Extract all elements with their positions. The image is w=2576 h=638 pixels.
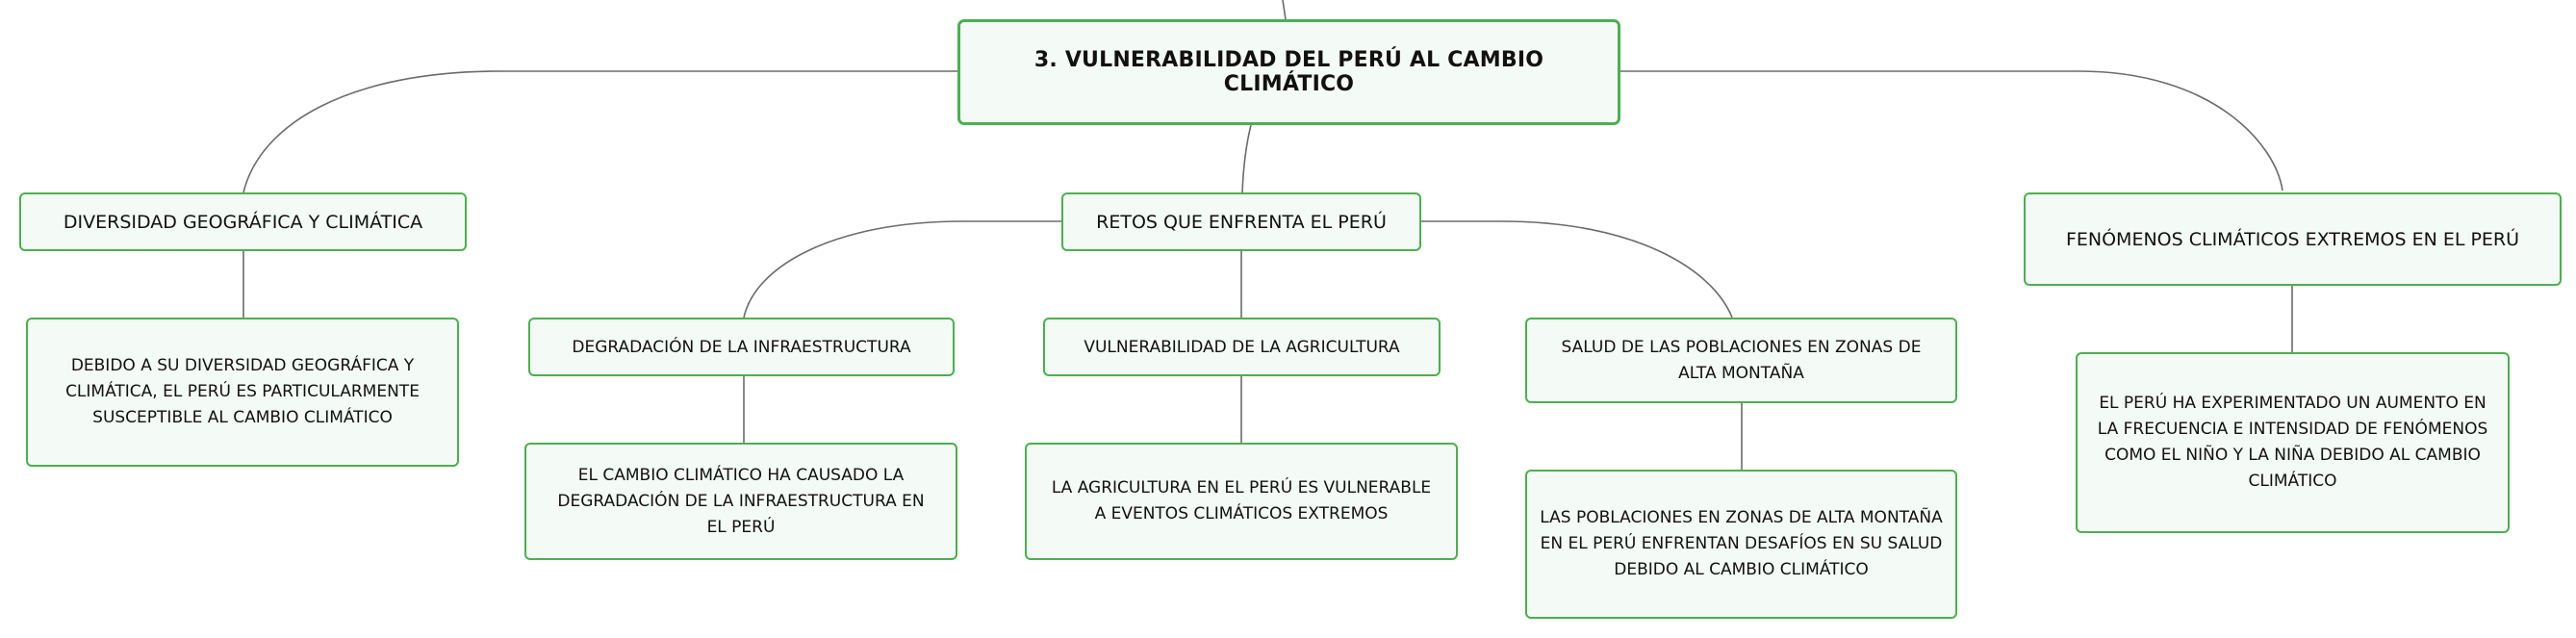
detail-node-text: EL PERÚ HA EXPERIMENTADO UN AUMENTO EN L…	[2097, 394, 2488, 491]
detail-node-text: EL CAMBIO CLIMÁTICO HA CAUSADO LA DEGRAD…	[557, 465, 925, 537]
detail-node-salud[interactable]: LAS POBLACIONES EN ZONAS DE ALTA MONTAÑA…	[1525, 470, 1957, 619]
child-node-label: VULNERABILIDAD DE LA AGRICULTURA	[1084, 337, 1400, 357]
connector-root-to-diversidad	[242, 70, 959, 193]
connector-retos-to-infraestructura	[743, 220, 1061, 319]
branch-node-label: FENÓMENOS CLIMÁTICOS EXTREMOS EN EL PERÚ	[2065, 228, 2520, 250]
branch-node-fenomenos[interactable]: FENÓMENOS CLIMÁTICOS EXTREMOS EN EL PERÚ	[2024, 192, 2562, 286]
branch-node-label: RETOS QUE ENFRENTA EL PERÚ	[1096, 211, 1387, 233]
child-node-agricultura[interactable]: VULNERABILIDAD DE LA AGRICULTURA	[1043, 318, 1441, 376]
root-node[interactable]: 3. VULNERABILIDAD DEL PERÚ AL CAMBIO CLI…	[957, 19, 1620, 125]
child-node-label: SALUD DE LAS POBLACIONES EN ZONAS DE ALT…	[1561, 337, 1922, 383]
child-node-infraestructura[interactable]: DEGRADACIÓN DE LA INFRAESTRUCTURA	[528, 318, 955, 376]
connector-parent-to-root	[1282, 0, 1287, 20]
connector-root-to-retos	[1241, 124, 1252, 193]
detail-node-text: DEBIDO A SU DIVERSIDAD GEOGRÁFICA Y CLIM…	[65, 356, 420, 427]
branch-node-diversidad[interactable]: DIVERSIDAD GEOGRÁFICA Y CLIMÁTICA	[19, 192, 467, 251]
branch-node-retos[interactable]: RETOS QUE ENFRENTA EL PERÚ	[1061, 192, 1421, 251]
detail-node-infraestructura[interactable]: EL CAMBIO CLIMÁTICO HA CAUSADO LA DEGRAD…	[524, 443, 957, 560]
detail-node-fenomenos[interactable]: EL PERÚ HA EXPERIMENTADO UN AUMENTO EN L…	[2076, 352, 2510, 533]
branch-node-label: DIVERSIDAD GEOGRÁFICA Y CLIMÁTICA	[63, 211, 423, 233]
detail-node-diversidad[interactable]: DEBIDO A SU DIVERSIDAD GEOGRÁFICA Y CLIM…	[26, 318, 459, 467]
root-node-label: 3. VULNERABILIDAD DEL PERÚ AL CAMBIO CLI…	[1033, 48, 1544, 96]
child-node-salud[interactable]: SALUD DE LAS POBLACIONES EN ZONAS DE ALT…	[1525, 318, 1957, 403]
detail-node-agricultura[interactable]: LA AGRICULTURA EN EL PERÚ ES VULNERABLE …	[1025, 443, 1458, 560]
child-node-label: DEGRADACIÓN DE LA INFRAESTRUCTURA	[572, 337, 911, 357]
connector-root-to-fenomenos	[1619, 70, 2283, 191]
detail-node-text: LAS POBLACIONES EN ZONAS DE ALTA MONTAÑA…	[1540, 508, 1943, 579]
detail-node-text: LA AGRICULTURA EN EL PERÚ ES VULNERABLE …	[1051, 478, 1432, 523]
connector-retos-to-salud	[1421, 220, 1733, 319]
